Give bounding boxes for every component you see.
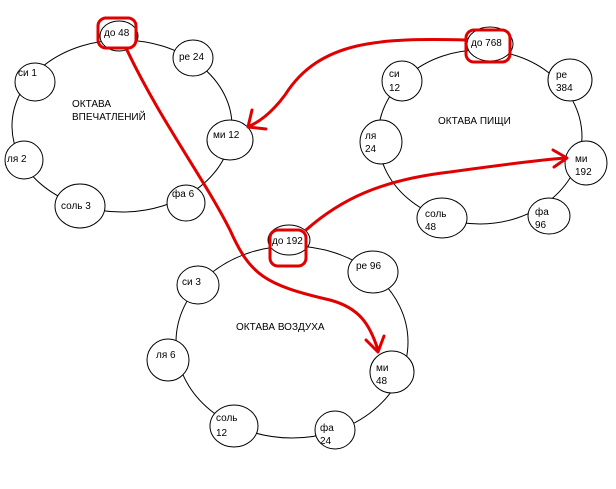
svg-text:96: 96 — [535, 220, 547, 231]
impressions-node-re[interactable]: ре 24 — [172, 39, 214, 77]
impressions-node-fa[interactable]: фа 6 — [166, 184, 206, 222]
highlight-air-do — [268, 228, 308, 268]
svg-text:12: 12 — [389, 83, 401, 94]
svg-text:48: 48 — [376, 376, 388, 387]
air-title: ОКТАВА ВОЗДУХА — [236, 322, 325, 333]
highlight-impressions-do — [96, 16, 138, 50]
food-node-si[interactable]: си 12 — [381, 60, 423, 102]
impressions-title-line2: ВПЕЧАТЛЕНИЙ — [72, 110, 146, 123]
svg-text:ми: ми — [575, 154, 587, 165]
arrow-air-do-to-food-mi-head — [551, 148, 569, 169]
food-node-re[interactable]: ре 384 — [547, 58, 593, 102]
air-node-re[interactable]: ре 96 — [347, 250, 399, 294]
octave-impressions: ОКТАВА ВПЕЧАТЛЕНИЙ до 48 ре 24 ми 12 фа … — [4, 20, 254, 229]
air-node-si[interactable]: си 3 — [176, 265, 220, 305]
svg-text:фа 6: фа 6 — [172, 188, 195, 200]
impressions-node-mi[interactable]: ми 12 — [206, 119, 254, 161]
highlight-food-do — [464, 28, 512, 64]
svg-text:фа: фа — [535, 206, 549, 218]
air-node-la[interactable]: ля 6 — [146, 338, 190, 382]
svg-text:до 192: до 192 — [272, 236, 303, 247]
impressions-node-sol[interactable]: соль 3 — [54, 183, 106, 229]
svg-text:48: 48 — [425, 222, 437, 233]
impressions-node-la[interactable]: ля 2 — [4, 140, 44, 180]
svg-text:до 768: до 768 — [471, 38, 502, 49]
svg-text:ля: ля — [365, 131, 376, 142]
svg-text:фа: фа — [320, 422, 334, 434]
octave-air: ОКТАВА ВОЗДУХА до 192 ре 96 ми 48 фа 24 … — [146, 224, 415, 450]
air-node-sol[interactable]: соль 12 — [209, 404, 259, 448]
svg-text:192: 192 — [575, 167, 592, 178]
svg-text:ре 24: ре 24 — [179, 52, 204, 63]
arrow-impressions-do-to-air-mi — [124, 46, 380, 352]
svg-text:си 1: си 1 — [18, 68, 37, 79]
svg-text:24: 24 — [320, 436, 332, 447]
octave-food: ОКТАВА ПИЩИ до 768 ре 384 ми 192 фа 96 с… — [359, 26, 608, 239]
food-node-fa[interactable]: фа 96 — [527, 197, 571, 235]
impressions-node-si[interactable]: си 1 — [14, 62, 56, 102]
arrow-impressions-do-to-air-mi-head — [364, 334, 386, 354]
arrow-food-do-to-impressions-mi-head — [246, 108, 268, 131]
svg-text:си: си — [389, 69, 400, 80]
svg-text:ля 6: ля 6 — [156, 350, 176, 361]
food-title: ОКТАВА ПИЩИ — [438, 116, 511, 127]
svg-text:ре 96: ре 96 — [356, 261, 381, 272]
air-node-fa[interactable]: фа 24 — [314, 410, 356, 450]
arrow-air-do-to-food-mi — [304, 156, 567, 232]
svg-text:12: 12 — [216, 428, 228, 439]
svg-text:соль: соль — [425, 209, 447, 220]
svg-text:си 3: си 3 — [182, 277, 201, 288]
impressions-node-do[interactable]: до 48 — [99, 20, 139, 52]
air-node-do[interactable]: до 192 — [267, 224, 311, 256]
svg-text:ми 12: ми 12 — [213, 130, 240, 141]
svg-text:соль 3: соль 3 — [61, 201, 91, 212]
svg-text:соль: соль — [216, 413, 238, 424]
impressions-title-line1: ОКТАВА — [72, 99, 111, 110]
arrow-food-do-to-impressions-mi — [248, 38, 468, 128]
food-node-la[interactable]: ля 24 — [359, 119, 403, 165]
svg-text:ля 2: ля 2 — [7, 154, 27, 165]
svg-text:24: 24 — [365, 144, 377, 155]
svg-text:384: 384 — [556, 83, 573, 94]
red-annotations — [96, 16, 569, 354]
svg-text:ре: ре — [556, 70, 568, 81]
air-node-mi[interactable]: ми 48 — [369, 350, 415, 394]
food-node-mi[interactable]: ми 192 — [564, 140, 608, 186]
svg-text:ми: ми — [376, 363, 388, 374]
food-node-sol[interactable]: соль 48 — [416, 197, 468, 239]
svg-text:до 48: до 48 — [104, 28, 130, 39]
